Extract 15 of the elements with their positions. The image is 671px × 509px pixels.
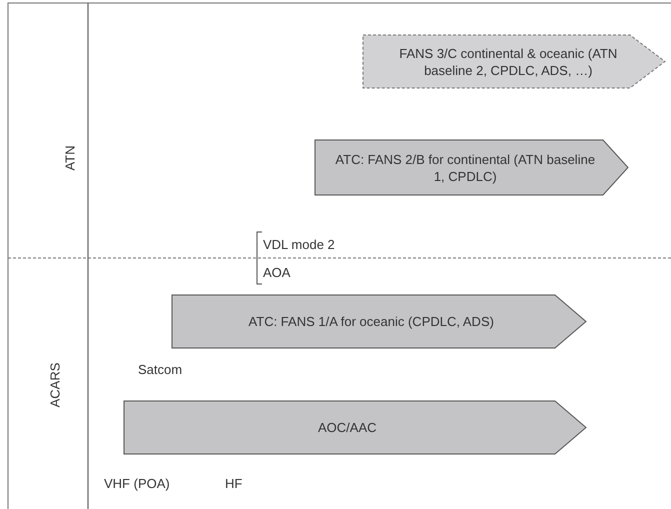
text-label: HF: [225, 476, 242, 491]
box-label: FANS 3/C continental & oceanic (ATN baseline 2, CPDLC, ADS, …): [398, 44, 618, 80]
arrow-shaped-box: [124, 401, 586, 454]
box-label: AOC/AAC: [316, 419, 378, 437]
axis-label: ATN: [62, 145, 78, 171]
text-label: AOA: [263, 265, 290, 280]
axis-label: ACARS: [48, 362, 62, 408]
text-label: VHF (POA): [104, 476, 170, 491]
text-label: Satcom: [138, 362, 182, 377]
arrow-shaped-box: [315, 140, 628, 195]
text-label: VDL mode 2: [263, 237, 335, 252]
box-label: ATC: FANS 2/B for continental (ATN baseline 1, CPDLC): [334, 150, 596, 186]
arrow-shaped-box: [172, 295, 586, 348]
arrow-shaped-box: [363, 35, 665, 88]
box-label: ATC: FANS 1/A for oceanic (CPDLC, ADS): [248, 313, 495, 331]
